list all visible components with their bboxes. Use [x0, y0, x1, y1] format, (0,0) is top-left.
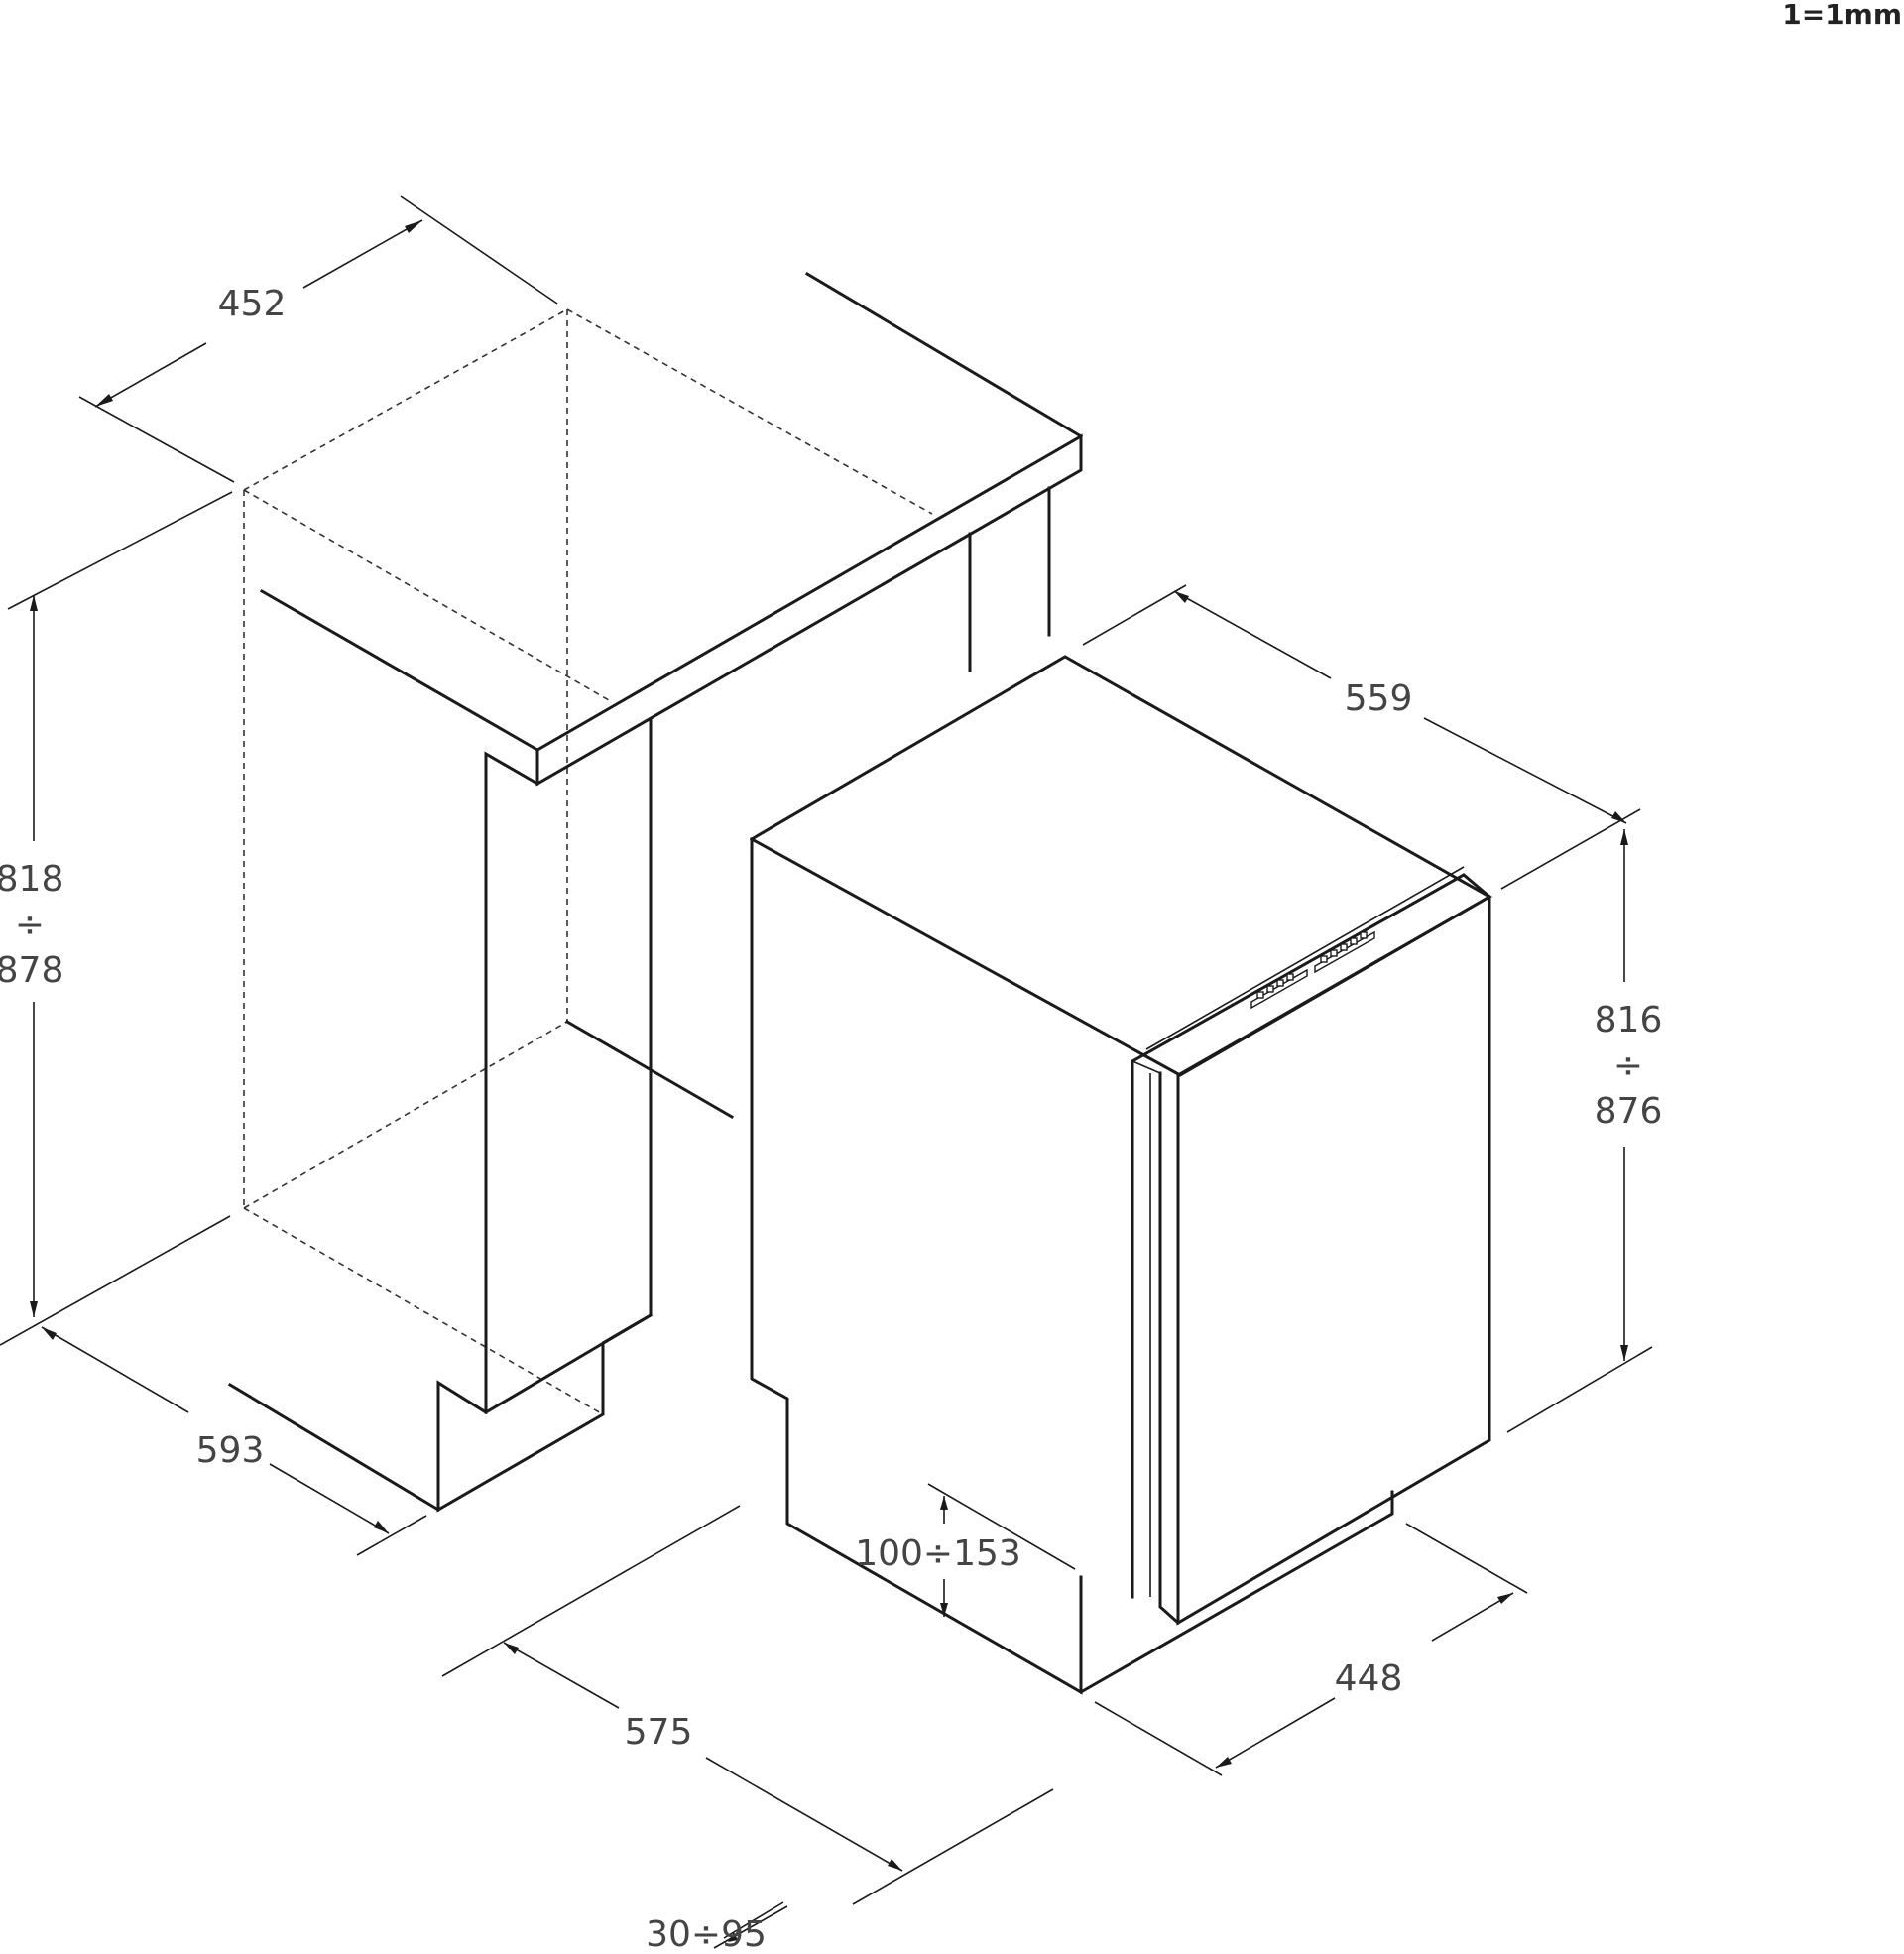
dim-plinth-height-label: 100÷153 [855, 1533, 1021, 1574]
dim-dw-width-label: 448 [1335, 1658, 1403, 1699]
dim-dw-height-max: 876 [1595, 1091, 1663, 1132]
left-cabinet-side-panel [227, 718, 654, 1513]
control-panel [1145, 866, 1465, 1050]
dim-dw-width [1094, 1523, 1528, 1776]
dim-niche-width [78, 195, 558, 483]
dim-dw-depth [1082, 584, 1641, 890]
countertop [259, 271, 1084, 787]
dim-plinth-recess [713, 1901, 788, 1949]
dim-niche-height [0, 491, 233, 1346]
right-cabinet-bottom-edge [564, 1019, 735, 1120]
dim-niche-depth-label: 593 [196, 1430, 265, 1471]
dim-plinth-recess-label: 30÷95 [646, 1914, 767, 1954]
dim-dw-height-sep: ÷ [1613, 1045, 1643, 1086]
niche-outline-dashed [243, 308, 933, 1415]
dim-dw-height [1506, 829, 1653, 1433]
control-buttons-group-2 [1314, 930, 1375, 974]
dim-dw-plinth-depth [441, 1505, 1054, 1905]
dim-dw-plinth-depth-label: 575 [625, 1712, 693, 1753]
dim-dw-depth-label: 559 [1345, 678, 1413, 719]
dim-dw-height-min: 816 [1595, 1000, 1663, 1040]
dim-niche-width-label: 452 [218, 284, 287, 324]
dishwasher-door [1130, 873, 1492, 1626]
dim-niche-height-sep: ÷ [15, 905, 45, 945]
dim-niche-depth [41, 1326, 427, 1556]
dim-niche-height-max: 878 [0, 950, 63, 991]
dim-niche-height-min: 818 [0, 859, 63, 900]
scale-label: 1=1mm [1782, 0, 1902, 31]
control-buttons-group-1 [1250, 968, 1308, 1010]
dim-plinth-height [927, 1483, 1076, 1617]
